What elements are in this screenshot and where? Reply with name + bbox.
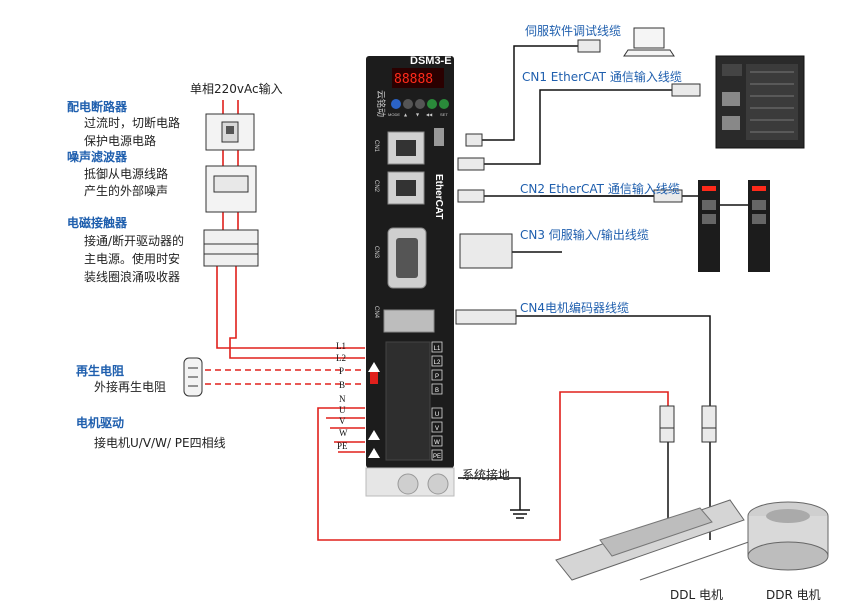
motor-drive-desc: 接电机U/V/W/ PE四相线: [94, 436, 226, 450]
contactor-desc-1: 接通/断开驱动器的: [84, 234, 185, 248]
wire-terminal-labels: L1 L2 P B N U V W PE: [336, 341, 348, 451]
term-l2: L2: [336, 353, 346, 363]
regen-wires: [205, 369, 365, 385]
slave-servo-drives: [698, 180, 770, 272]
laptop-icon: [623, 27, 675, 57]
panel-label-l1: L1: [434, 346, 441, 352]
contactor-desc-3: 装线圈浪涌吸收器: [84, 270, 181, 284]
panel-terminal-boxes: [431, 341, 443, 461]
warning-icon: [368, 362, 380, 458]
panel-label-u: U: [435, 412, 439, 418]
cable-cn3-label: CN3 伺服输入/输出线缆: [520, 228, 649, 242]
cable-cn1-label: CN1 EtherCAT 通信输入线缆: [522, 70, 682, 84]
panel-label-v: V: [435, 426, 439, 432]
ddl-motor-image: [555, 499, 761, 581]
regen-resistor: [183, 357, 203, 397]
drive-brand: 云铭动: [375, 90, 387, 117]
noise-filter: [205, 165, 257, 213]
breaker-desc-1: 过流时，切断电路: [84, 116, 181, 130]
term-pe: PE: [337, 441, 348, 451]
port-label-cn1: CN1: [373, 140, 379, 153]
breaker-title: 配电断路器: [67, 100, 128, 114]
panel-label-p: P: [435, 374, 439, 380]
term-p: P: [339, 366, 344, 376]
power-wires: [216, 100, 669, 541]
term-v: V: [339, 416, 346, 426]
filter-desc-1: 抵御从电源线路: [84, 167, 169, 181]
contactor-desc-2: 主电源。使用时安: [84, 252, 181, 266]
panel-label-l2: L2: [434, 360, 441, 366]
term-w: W: [339, 428, 348, 438]
ethercat-logo: EtherCAT: [433, 174, 444, 219]
filter-title: 噪声滤波器: [67, 150, 128, 164]
ground-label: 系统接地: [462, 468, 511, 482]
ddl-motor-label: DDL 电机: [670, 588, 723, 602]
ethercat-master-controller: [715, 55, 805, 149]
ground-symbol: [510, 509, 530, 519]
panel-terminal-labels: L1 L2 P B U V W PE: [433, 346, 441, 460]
servo-drive: [365, 56, 455, 497]
cable-cn4-label: CN4电机编码器线缆: [520, 301, 629, 315]
ddr-motor-image: [747, 501, 829, 571]
breaker-desc-2: 保护电源电路: [84, 134, 157, 148]
cable-debug-label: 伺服软件调试线缆: [525, 24, 622, 38]
drive-display: 88888: [394, 72, 433, 87]
cable-cn2-label: CN2 EtherCAT 通信输入线缆: [520, 182, 680, 196]
power-input-label: 单相220vAc输入: [190, 82, 283, 96]
ddr-motor-label: DDR 电机: [766, 588, 821, 602]
motor-drive-title: 电机驱动: [76, 416, 125, 430]
regen-title: 再生电阻: [76, 364, 125, 378]
term-l1: L1: [336, 341, 346, 351]
btn-shift-label: ◀◀: [426, 112, 433, 117]
drive-model-label: DSM3-E: [410, 55, 452, 67]
contactor-title: 电磁接触器: [67, 216, 128, 230]
port-label-cn4: CN4: [373, 306, 379, 319]
circuit-breaker: [205, 113, 255, 151]
term-n: N: [339, 394, 346, 404]
btn-mode-label: MODE: [388, 112, 400, 117]
term-u: U: [339, 405, 346, 415]
magnetic-contactor: [203, 229, 259, 267]
btn-up-label: ▲: [404, 112, 408, 117]
panel-label-pe: PE: [433, 454, 441, 460]
port-label-cn3: CN3: [373, 246, 379, 259]
panel-label-w: W: [434, 440, 440, 446]
btn-down-label: ▼: [416, 112, 420, 117]
panel-label-b: B: [435, 388, 439, 394]
cable-connectors: [455, 39, 717, 443]
btn-set-label: SET: [440, 112, 448, 117]
regen-desc: 外接再生电阻: [94, 380, 167, 394]
port-label-cn2: CN2: [373, 180, 379, 193]
filter-desc-2: 产生的外部噪声: [84, 184, 169, 198]
term-b: B: [339, 380, 345, 390]
